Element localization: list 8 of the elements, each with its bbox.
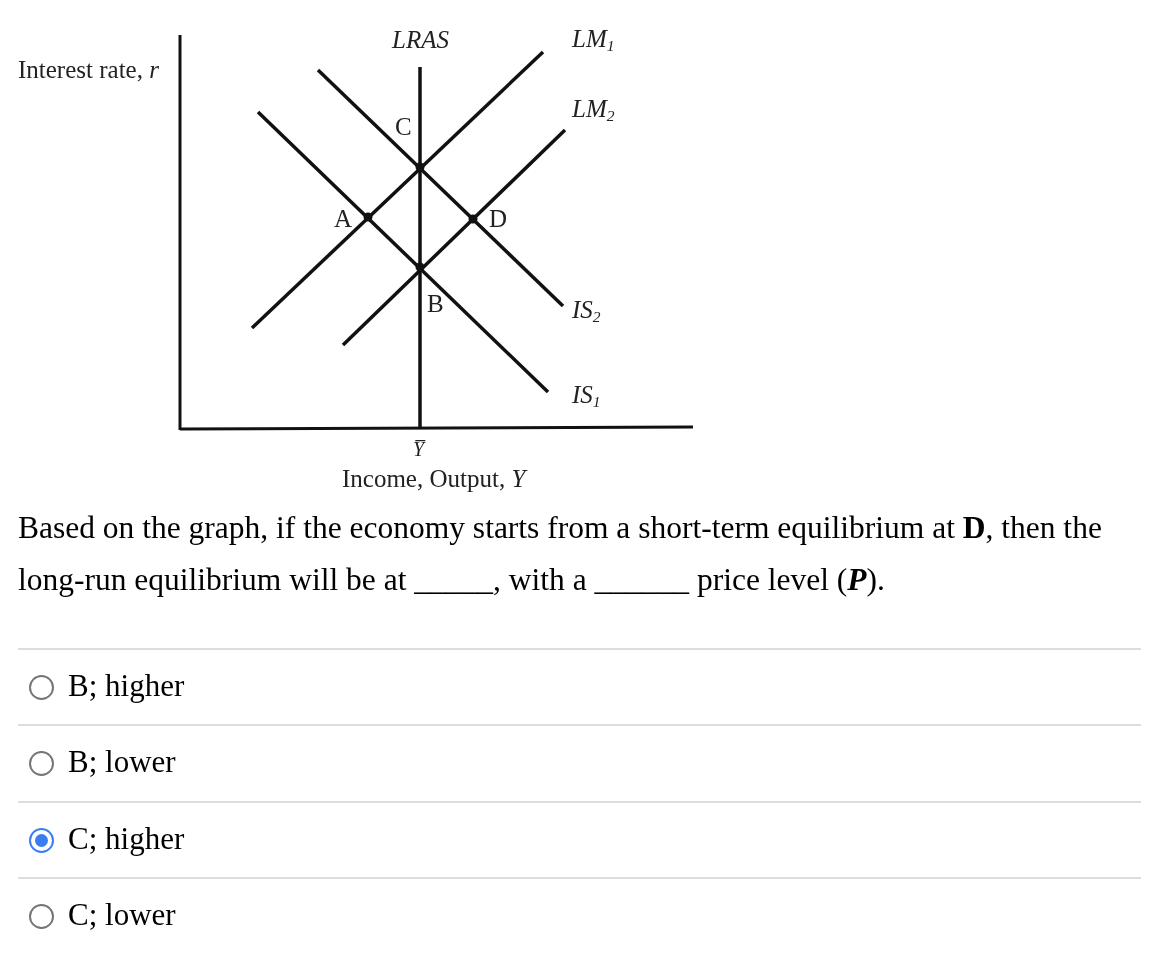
- axis-label: Interest rate, r: [18, 55, 159, 85]
- option-label: C; lower: [68, 896, 176, 934]
- option-label: C; higher: [68, 820, 185, 858]
- option-label: B; lower: [68, 743, 176, 781]
- tick-label: Y̅: [413, 437, 425, 462]
- axis-label: Income, Output, Y: [342, 464, 526, 494]
- question-text: Based on the graph, if the economy starts from a short-term equilibrium at D, then the long-run equilibrium will be at _____, with a ______ price level (P).: [18, 509, 1103, 599]
- option-label: B; higher: [68, 667, 185, 705]
